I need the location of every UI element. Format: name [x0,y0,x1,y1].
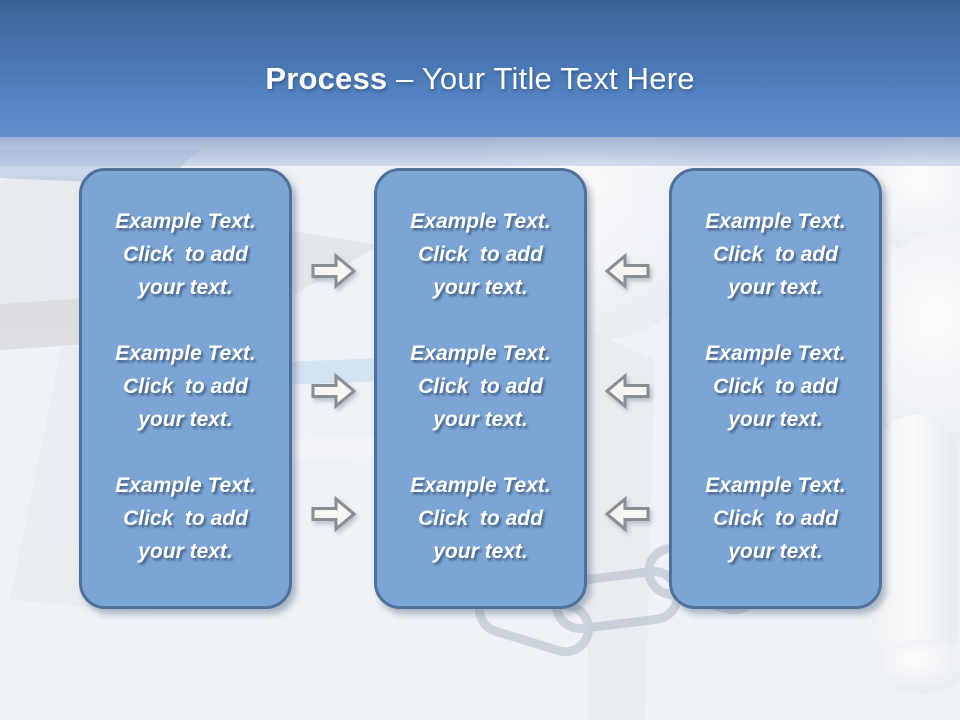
placeholder-line: Click to add [123,243,248,266]
placeholder-line: Click to add [713,375,838,398]
placeholder-line: your text. [138,540,233,563]
text-placeholder[interactable]: Example Text. Click to add your text. [88,205,283,304]
placeholder-line: Example Text. [115,342,256,365]
placeholder-line: Example Text. [115,210,256,233]
placeholder-line: Click to add [713,243,838,266]
process-panel-left[interactable]: Example Text. Click to add your text. Ex… [79,168,292,609]
placeholder-line: your text. [728,276,823,299]
arrow-right-icon [311,372,357,410]
arrow-left-icon [604,252,650,290]
placeholder-line: Example Text. [705,210,846,233]
bg-shelf-strip [282,358,384,385]
bg-shelf-strip-2 [282,436,384,460]
placeholder-line: Example Text. [115,474,256,497]
text-placeholder[interactable]: Example Text. Click to add your text. [678,205,873,304]
text-placeholder[interactable]: Example Text. Click to add your text. [383,337,578,436]
arrow-right-icon [311,252,357,290]
arrow-right-icon [311,495,357,533]
text-placeholder[interactable]: Example Text. Click to add your text. [678,469,873,568]
placeholder-line: your text. [728,540,823,563]
text-placeholder[interactable]: Example Text. Click to add your text. [383,205,578,304]
placeholder-line: Example Text. [410,474,551,497]
placeholder-line: Click to add [418,507,543,530]
placeholder-line: Example Text. [410,342,551,365]
placeholder-line: Click to add [418,243,543,266]
text-placeholder[interactable]: Example Text. Click to add your text. [88,337,283,436]
placeholder-line: Click to add [123,375,248,398]
placeholder-line: Example Text. [705,342,846,365]
bg-figure-leg [876,415,958,670]
placeholder-line: your text. [433,540,528,563]
slide-title[interactable]: Process – Your Title Text Here [0,0,960,137]
bg-figure-torso [858,230,960,460]
text-placeholder[interactable]: Example Text. Click to add your text. [383,469,578,568]
placeholder-line: Click to add [123,507,248,530]
placeholder-line: your text. [728,408,823,431]
arrow-left-icon [604,495,650,533]
placeholder-line: your text. [433,408,528,431]
header-band [0,0,960,137]
slide-title-emphasis: Process [265,60,388,96]
slide-title-rest: – Your Title Text Here [387,60,695,96]
placeholder-line: your text. [138,276,233,299]
placeholder-line: your text. [138,408,233,431]
placeholder-line: your text. [433,276,528,299]
placeholder-line: Example Text. [705,474,846,497]
process-panel-right[interactable]: Example Text. Click to add your text. Ex… [669,168,882,609]
bg-figure-foot [878,639,960,693]
header-sub-band [0,137,960,166]
arrow-left-icon [604,372,650,410]
text-placeholder[interactable]: Example Text. Click to add your text. [678,337,873,436]
placeholder-line: Click to add [713,507,838,530]
placeholder-line: Click to add [418,375,543,398]
placeholder-line: Example Text. [410,210,551,233]
process-panel-middle[interactable]: Example Text. Click to add your text. Ex… [374,168,587,609]
text-placeholder[interactable]: Example Text. Click to add your text. [88,469,283,568]
